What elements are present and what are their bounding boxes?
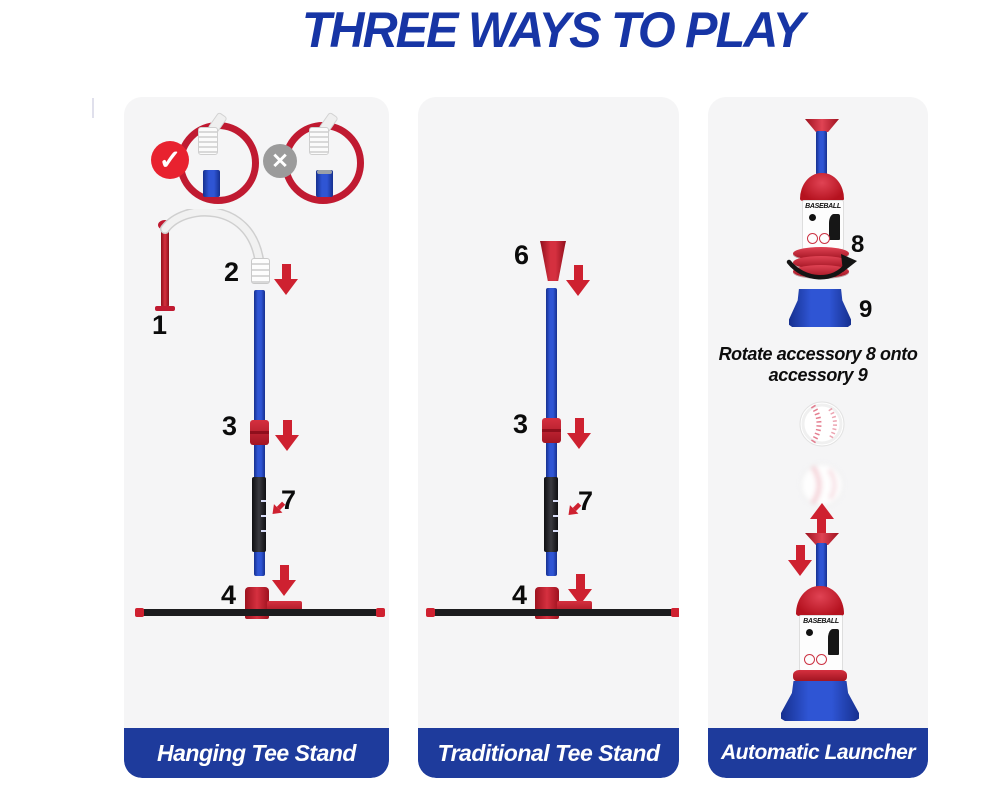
down-arrow-icon [274,264,298,295]
cross-icon: ✕ [271,149,289,173]
part-number-7: 7 [281,485,297,515]
plunger-rod [816,543,827,589]
caption-hanging-tee: Hanging Tee Stand [124,728,389,778]
batter-silhouette [828,629,839,655]
instruction-line-1: Rotate accessory 8 onto [718,344,918,364]
caption-text: Traditional Tee Stand [437,739,660,766]
up-arrow-icon [810,503,834,534]
caption-text: Hanging Tee Stand [157,739,356,766]
height-marking-sleeve [544,477,558,552]
product-label-text: BASEBALL [803,618,839,625]
check-badge: ✓ [151,141,189,179]
launcher-funnel [805,533,839,545]
down-arrow-icon [272,565,296,596]
label-ball-graphic [806,629,813,636]
part-number-4: 4 [221,580,237,610]
caption-automatic-launcher: Automatic Launcher [708,728,928,778]
pump-label: BASEBALL [799,615,843,671]
label-icon [819,233,830,244]
down-arrow-icon [567,418,591,449]
pole-connector [250,420,269,445]
part-number-7: 7 [578,486,594,516]
tee-cup [540,241,566,281]
check-icon: ✓ [158,144,182,175]
part-number-9: 9 [859,296,873,323]
down-arrow-icon [788,545,812,576]
caption-text: Automatic Launcher [720,741,916,764]
label-icon [807,233,818,244]
base-cup [789,289,851,327]
label-icon [804,654,815,665]
stray-mark [92,98,94,118]
rotate-arrow-icon [786,254,857,280]
connector-correct [198,127,218,155]
tube-correct [203,170,220,197]
caption-traditional-tee: Traditional Tee Stand [418,728,679,778]
label-ball-graphic [809,214,816,221]
product-label-text: BASEBALL [805,203,841,210]
base-crossbar [135,608,385,617]
part-number-2: 2 [224,257,240,287]
rotate-instruction: Rotate accessory 8 onto accessory 9 [708,344,928,386]
batter-silhouette [829,214,840,240]
base-cup [781,681,859,721]
panel-automatic-launcher: BASEBALL 8 9 Rotate accessory 8 onto acc… [708,97,928,778]
collar-ring [793,670,847,682]
panel-hanging-tee: ✓ ✕ 1 2 3 7 4 Hanging Tee S [124,97,389,778]
plunger-rod [816,131,827,175]
part-number-3: 3 [222,411,238,441]
baseball-blurred [800,463,844,512]
baseball [799,401,845,452]
part-number-4: 4 [512,580,528,610]
part-number-3: 3 [513,409,529,439]
tube-wrong [316,170,333,197]
launcher-funnel [805,119,839,132]
pump-dome [796,586,844,616]
height-marking-sleeve [252,477,266,552]
hanging-hose [160,209,264,264]
pump-label: BASEBALL [802,200,844,250]
pump-dome [800,173,844,201]
part-number-8: 8 [851,231,865,258]
part-number-6: 6 [514,240,530,270]
base-crossbar [426,608,679,617]
pole-connector [542,418,561,443]
page-title: THREE WAYS TO PLAY [301,2,805,58]
instruction-line-2: accessory 9 [768,365,868,385]
cross-badge: ✕ [263,144,297,178]
label-icon [816,654,827,665]
connector-wrong [309,127,329,155]
panel-traditional-tee: 6 3 7 4 Traditional Tee Stand [418,97,679,778]
down-arrow-icon [566,265,590,296]
hose-connector [251,258,270,284]
down-arrow-icon [275,420,299,451]
part-number-1: 1 [152,310,168,340]
